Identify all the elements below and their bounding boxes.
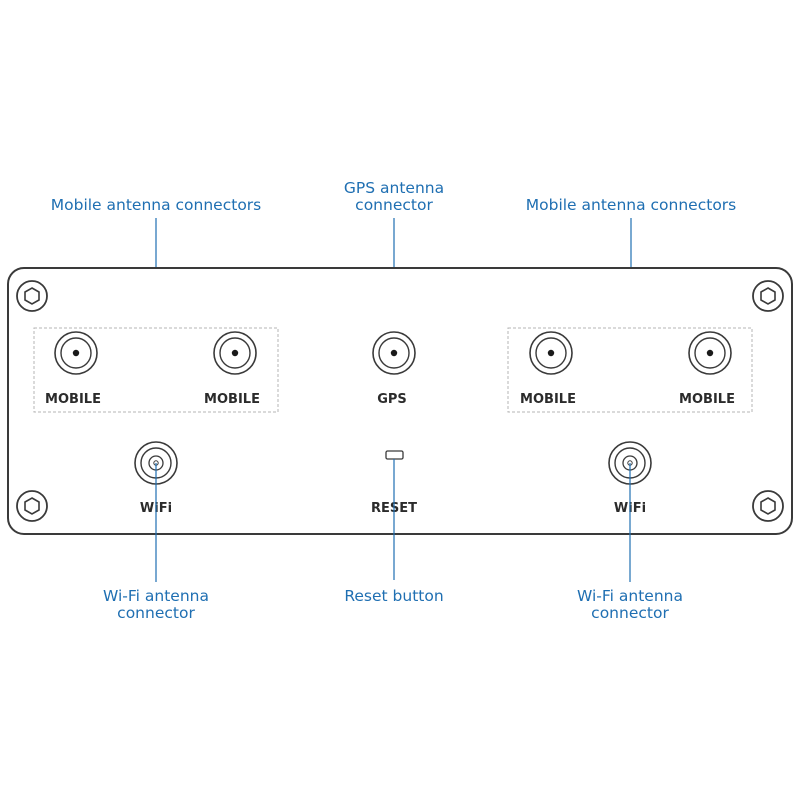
mobile-group-left xyxy=(33,327,279,413)
callout-reset: Reset button xyxy=(344,587,443,605)
callout-gps-line2: connector xyxy=(355,196,433,214)
callout-wifi-left-line2: connector xyxy=(117,604,195,622)
hex-screw-icon xyxy=(16,280,48,312)
sma-connector-icon xyxy=(54,331,98,375)
hex-screw-icon xyxy=(16,490,48,522)
mobile-group-right xyxy=(507,327,753,413)
sma-connector-icon xyxy=(688,331,732,375)
hex-screw-icon xyxy=(752,490,784,522)
port-label-gps: GPS xyxy=(377,392,407,407)
port-label-mobile-3: MOBILE xyxy=(520,392,576,407)
callout-wifi-right-line2: connector xyxy=(591,604,669,622)
callout-wifi-right-line1: Wi-Fi antenna xyxy=(577,587,683,605)
sma-connector-icon xyxy=(529,331,573,375)
sma-connector-icon xyxy=(213,331,257,375)
port-label-mobile-1: MOBILE xyxy=(45,392,101,407)
port-label-mobile-4: MOBILE xyxy=(679,392,735,407)
hex-screw-icon xyxy=(752,280,784,312)
callout-wifi-left-line1: Wi-Fi antenna xyxy=(103,587,209,605)
callout-gps-line1: GPS antenna xyxy=(344,179,444,197)
router-front-panel xyxy=(7,267,793,535)
port-label-mobile-2: MOBILE xyxy=(204,392,260,407)
callout-mobile-right: Mobile antenna connectors xyxy=(526,196,737,214)
sma-connector-icon xyxy=(372,331,416,375)
reset-button-icon xyxy=(385,450,404,460)
callout-mobile-left: Mobile antenna connectors xyxy=(51,196,262,214)
